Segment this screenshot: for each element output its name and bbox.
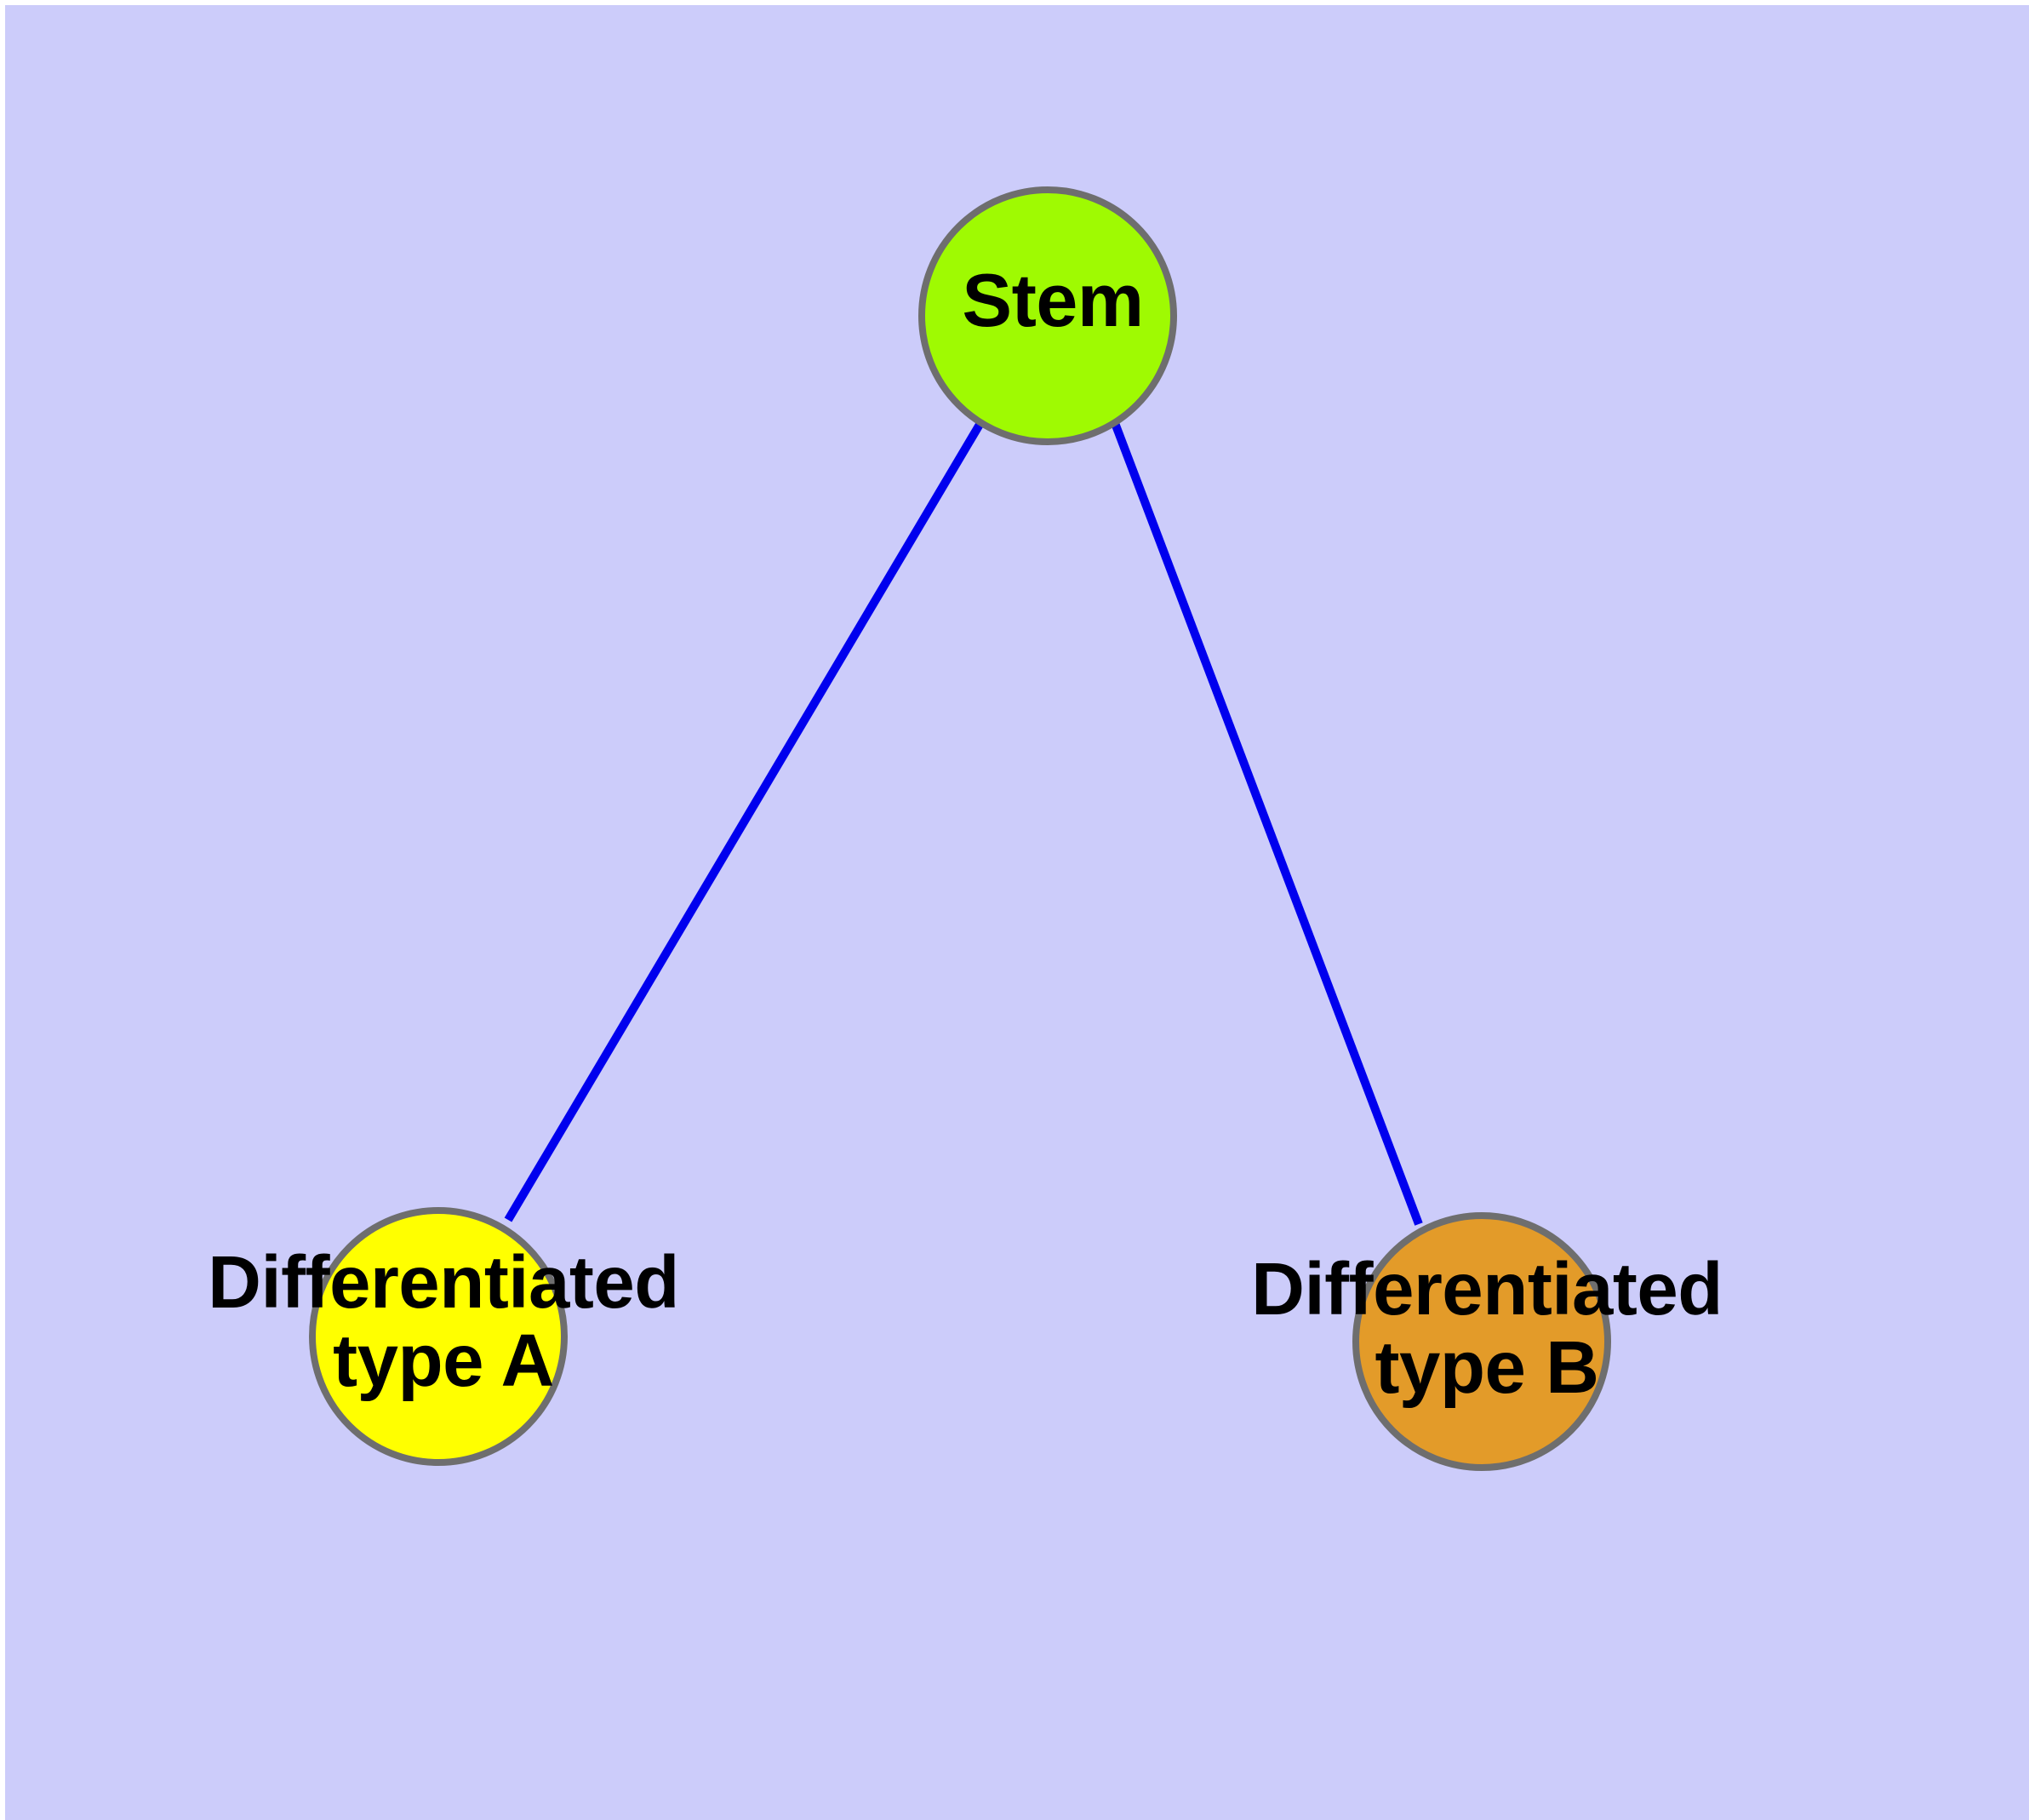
diagram-plot-area: Stem Differentiated type A Differentiate…	[5, 5, 2029, 1820]
node-stem[interactable]	[918, 186, 1177, 445]
edge-stem-to-differentiated-type-a	[504, 421, 985, 1222]
node-link-graph	[309, 186, 1611, 1471]
node-differentiated-type-b[interactable]	[1352, 1212, 1611, 1471]
node-differentiated-type-a[interactable]	[309, 1207, 568, 1466]
edge-stem-to-differentiated-type-b	[1111, 421, 1423, 1226]
